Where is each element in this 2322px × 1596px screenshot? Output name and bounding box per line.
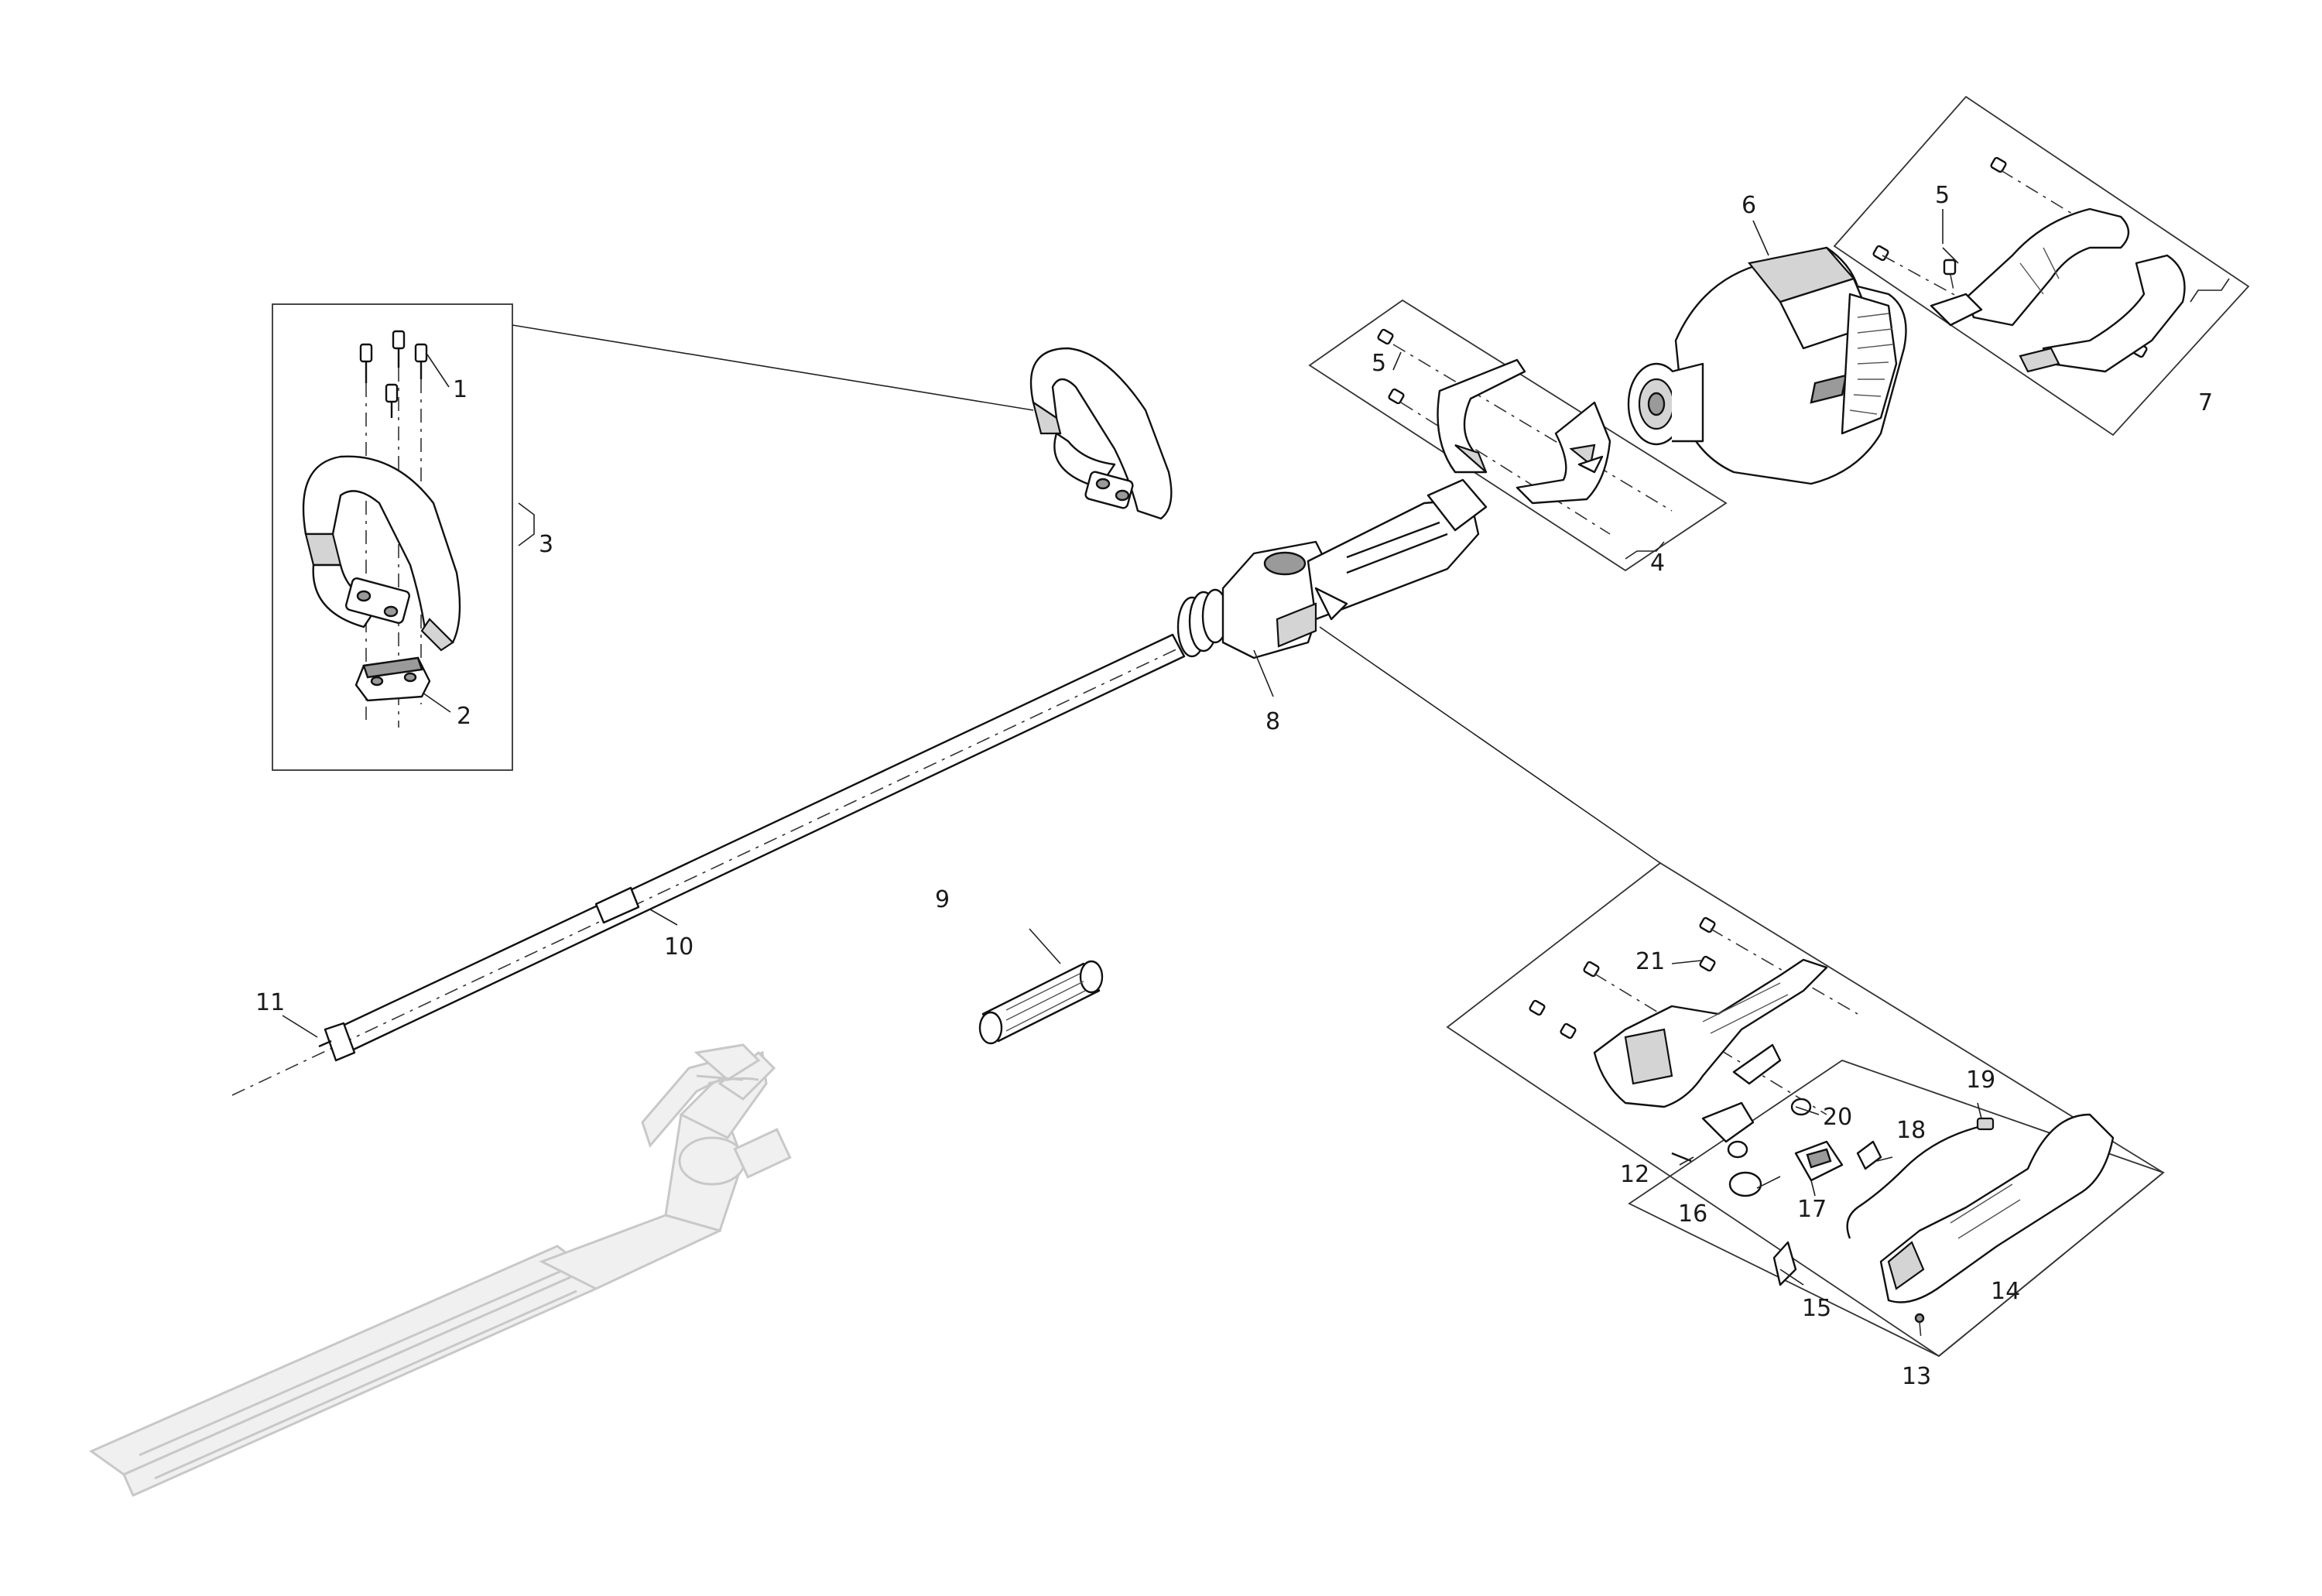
callout-7: 7 [2198, 389, 2213, 416]
callout-16: 16 [1678, 1200, 1707, 1228]
callout-5-front: 5 [1372, 350, 1386, 377]
callout-6: 6 [1742, 192, 1756, 219]
callout-17: 17 [1797, 1196, 1827, 1223]
motor-housing [1627, 246, 1907, 485]
rear-handle-box [1833, 95, 2250, 437]
leader-lines [282, 209, 2230, 1286]
callout-4: 4 [1650, 550, 1665, 577]
callout-21: 21 [1635, 948, 1665, 975]
callout-13: 13 [1902, 1363, 1931, 1390]
callout-20: 20 [1823, 1104, 1852, 1131]
callout-14: 14 [1991, 1278, 2020, 1305]
drive-shaft [231, 633, 1208, 1096]
callout-12: 12 [1620, 1161, 1649, 1188]
ghost-hedge-trimmer-attachment [88, 1043, 792, 1497]
handle-assembly-box [272, 303, 1034, 771]
callout-2: 2 [457, 703, 471, 730]
callout-10: 10 [664, 933, 694, 961]
callout-labels: 1 2 3 4 5 5 6 7 8 9 10 11 12 13 14 15 16… [255, 182, 2213, 1390]
callout-1: 1 [453, 376, 467, 403]
callout-19: 19 [1966, 1067, 1995, 1094]
callout-15: 15 [1802, 1295, 1831, 1322]
callout-8: 8 [1265, 708, 1280, 735]
shaft-sleeve [978, 960, 1104, 1045]
switch-handle-box [1319, 626, 2165, 1358]
callout-11: 11 [255, 989, 285, 1016]
callout-18: 18 [1896, 1117, 1926, 1144]
front-cover-box [1308, 299, 1728, 572]
handle-screws [359, 330, 428, 418]
callout-5-rear: 5 [1935, 182, 1950, 209]
callout-9: 9 [935, 886, 950, 913]
shaft-coupling-housing [1176, 478, 1488, 659]
loop-handle [1029, 347, 1173, 520]
callout-3: 3 [539, 531, 553, 558]
